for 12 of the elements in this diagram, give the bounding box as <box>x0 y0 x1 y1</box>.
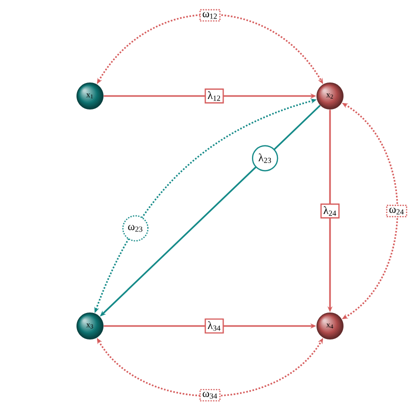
edge-label: ω$_{23}$ <box>122 215 148 242</box>
edge-label: ω$_{12}$ <box>199 9 221 22</box>
edge-label: λ$_{24}$ <box>320 204 340 218</box>
edge-label: λ$_{23}$ <box>252 145 278 172</box>
edge-label: ω$_{34}$ <box>199 388 221 402</box>
node-label: x$_{4}$ <box>326 324 334 328</box>
edge-label: λ$_{34}$ <box>204 318 224 334</box>
edge-label: λ$_{12}$ <box>204 88 224 104</box>
edge-label: ω$_{24}$ <box>386 204 408 218</box>
node-label: x$_{3}$ <box>86 324 94 328</box>
node-label: x$_{1}$ <box>86 94 93 98</box>
node-label: x$_{2}$ <box>326 94 333 98</box>
